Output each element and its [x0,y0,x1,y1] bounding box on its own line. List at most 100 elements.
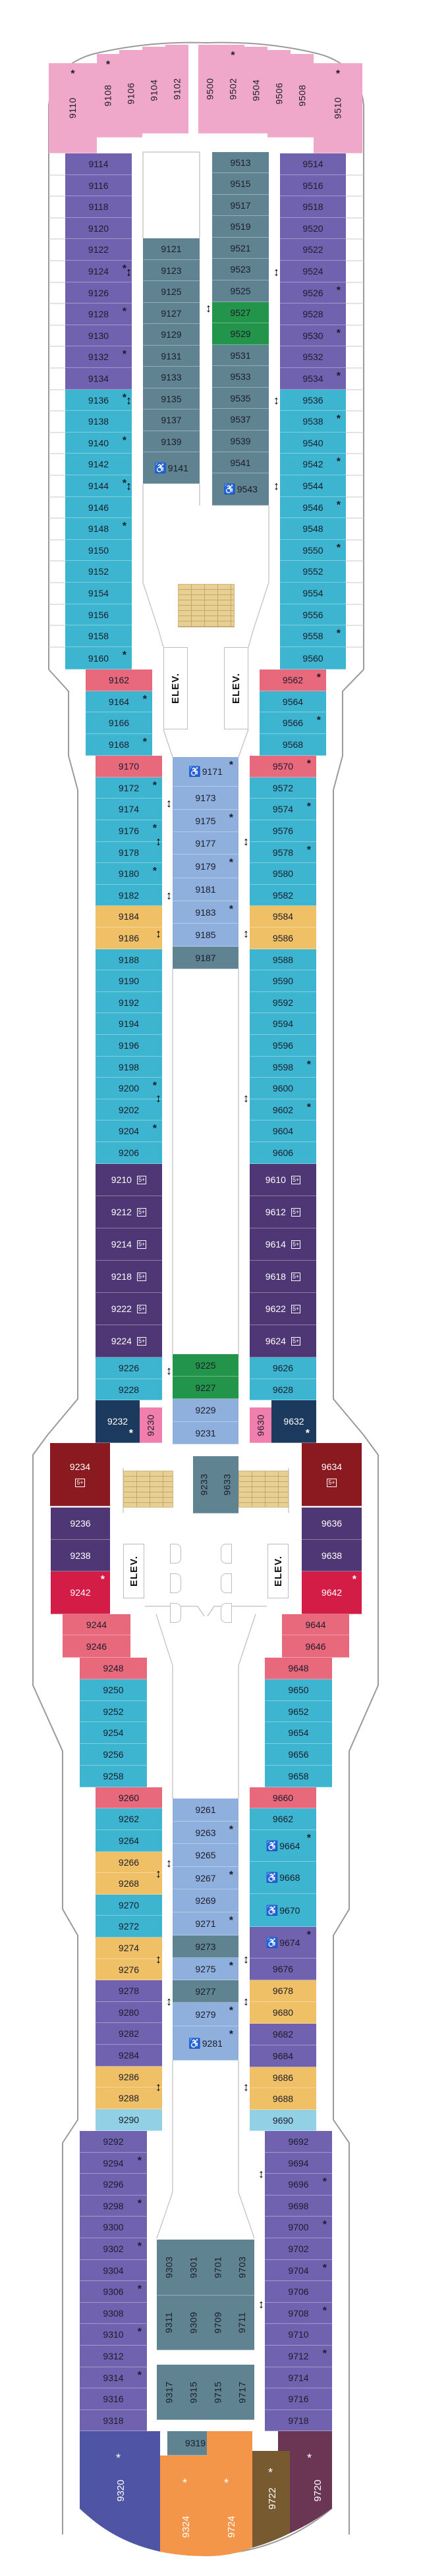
cabin-9271[interactable]: 9271* [173,1912,238,1935]
cabin-9282[interactable]: 9282 [96,2023,162,2045]
cabin-9682[interactable]: 9682 [250,2024,316,2045]
cabin-9698[interactable]: 9698 [265,2195,332,2217]
cabin-9566[interactable]: 9566* [260,712,326,734]
cabin-9158[interactable]: 9158 [65,625,132,647]
cabin-9320[interactable] [80,2431,160,2552]
cabin-9284[interactable]: 9284 [96,2045,162,2066]
cabin-9519[interactable]: 9519 [212,216,269,238]
cabin-9274[interactable]: 9274 [96,1937,162,1959]
cabin-9226[interactable]: 9226 [96,1357,162,1379]
cabin-9130[interactable]: 9130 [65,325,132,346]
cabin-9525[interactable]: 9525 [212,280,269,302]
cabin-9131[interactable]: 9131 [143,346,200,367]
cabin-9582[interactable]: 9582 [250,885,316,906]
cabin-9711[interactable]: 9711 [230,2296,254,2350]
cabin-9196[interactable]: 9196 [96,1035,162,1057]
cabin-9724[interactable] [207,2431,252,2556]
cabin-9722[interactable] [252,2451,290,2548]
cabin-9516[interactable]: 9516 [280,175,346,196]
cabin-9308[interactable]: 9308 [80,2303,147,2324]
cabin-9538[interactable]: 9538* [280,411,346,433]
cabin-9186[interactable]: 9186 [96,928,162,949]
cabin-9317[interactable]: 9317 [157,2365,181,2420]
cabin-9572[interactable]: 9572 [250,777,316,799]
cabin-9160[interactable]: 9160* [65,647,132,670]
cabin-9312[interactable]: 9312 [80,2346,147,2367]
cabin-9604[interactable]: 9604 [250,1120,316,1142]
cabin-9137[interactable]: 9137 [143,409,200,431]
cabin-9542[interactable]: 9542* [280,454,346,475]
cabin-9244[interactable]: 9244 [63,1614,130,1635]
cabin-9238[interactable]: 9238 [51,1540,110,1571]
cabin-9256[interactable]: 9256 [80,1744,147,1766]
cabin-9172[interactable]: 9172* [96,777,162,799]
cabin-9506[interactable]: 9506 [267,50,291,138]
cabin-9554[interactable]: 9554 [280,583,346,604]
cabin-9134[interactable]: 9134 [65,368,132,390]
cabin-9254[interactable]: 9254 [80,1722,147,1744]
cabin-9267[interactable]: 9267* [173,1867,238,1889]
cabin-9104[interactable]: 9104 [142,47,165,134]
cabin-9178[interactable]: 9178 [96,842,162,863]
cabin-9504[interactable]: 9504 [244,47,267,134]
cabin-9121[interactable]: 9121 [143,238,200,260]
cabin-9586[interactable]: 9586 [250,928,316,949]
cabin-9266[interactable]: 9266 [96,1852,162,1873]
cabin-9656[interactable]: 9656 [265,1744,332,1766]
cabin-9558[interactable]: 9558* [280,625,346,647]
cabin-9628[interactable]: 9628 [250,1379,316,1400]
cabin-9688[interactable]: 9688 [250,2088,316,2110]
cabin-9309[interactable]: 9309 [181,2296,206,2350]
cabin-9508[interactable]: 9508 [291,54,314,138]
cabin-9133[interactable]: 9133 [143,367,200,388]
cabin-9264[interactable]: 9264 [96,1830,162,1852]
cabin-9265[interactable]: 9265 [173,1844,238,1867]
cabin-9696[interactable]: 9696* [265,2174,332,2195]
cabin-9686[interactable]: 9686 [250,2067,316,2088]
cabin-9550[interactable]: 9550* [280,540,346,561]
cabin-9524[interactable]: 9524 [280,261,346,282]
cabin-9668[interactable]: ♿9668 [250,1862,316,1894]
cabin-9562[interactable]: 9562* [260,670,326,691]
cabin-9150[interactable]: 9150 [65,540,132,561]
cabin-9132[interactable]: 9132* [65,346,132,368]
cabin-9204[interactable]: 9204* [96,1120,162,1142]
cabin-9709[interactable]: 9709 [206,2296,230,2350]
cabin-9277[interactable]: 9277 [173,1980,238,2003]
cabin-9556[interactable]: 9556 [280,604,346,625]
cabin-9294[interactable]: 9294* [80,2153,147,2174]
cabin-9179[interactable]: 9179* [173,854,238,878]
cabin-9650[interactable]: 9650 [265,1679,332,1701]
cabin-9118[interactable]: 9118 [65,196,132,218]
cabin-9706[interactable]: 9706 [265,2281,332,2303]
cabin-9114[interactable]: 9114 [65,153,132,175]
cabin-9513[interactable]: 9513 [212,152,269,173]
cabin-9570[interactable]: 9570* [250,756,316,777]
cabin-9560[interactable]: 9560 [280,647,346,670]
cabin-9286[interactable]: 9286 [96,2066,162,2088]
cabin-9110[interactable]: 9110* [49,63,97,153]
cabin-9642[interactable]: 9642* [302,1571,362,1614]
cabin-9206[interactable]: 9206 [96,1142,162,1164]
cabin-9500[interactable]: 9500 [198,45,221,134]
cabin-9311[interactable]: 9311 [157,2296,181,2350]
cabin-9576[interactable]: 9576 [250,820,316,842]
cabin-9521[interactable]: 9521 [212,238,269,259]
cabin-9710[interactable]: 9710 [265,2324,332,2346]
cabin-9280[interactable]: 9280 [96,2002,162,2023]
cabin-9120[interactable]: 9120 [65,218,132,239]
cabin-9198[interactable]: 9198 [96,1057,162,1078]
cabin-9129[interactable]: 9129 [143,324,200,346]
cabin-9164[interactable]: 9164* [86,691,152,712]
cabin-9268[interactable]: 9268 [96,1873,162,1895]
cabin-9184[interactable]: 9184 [96,906,162,928]
